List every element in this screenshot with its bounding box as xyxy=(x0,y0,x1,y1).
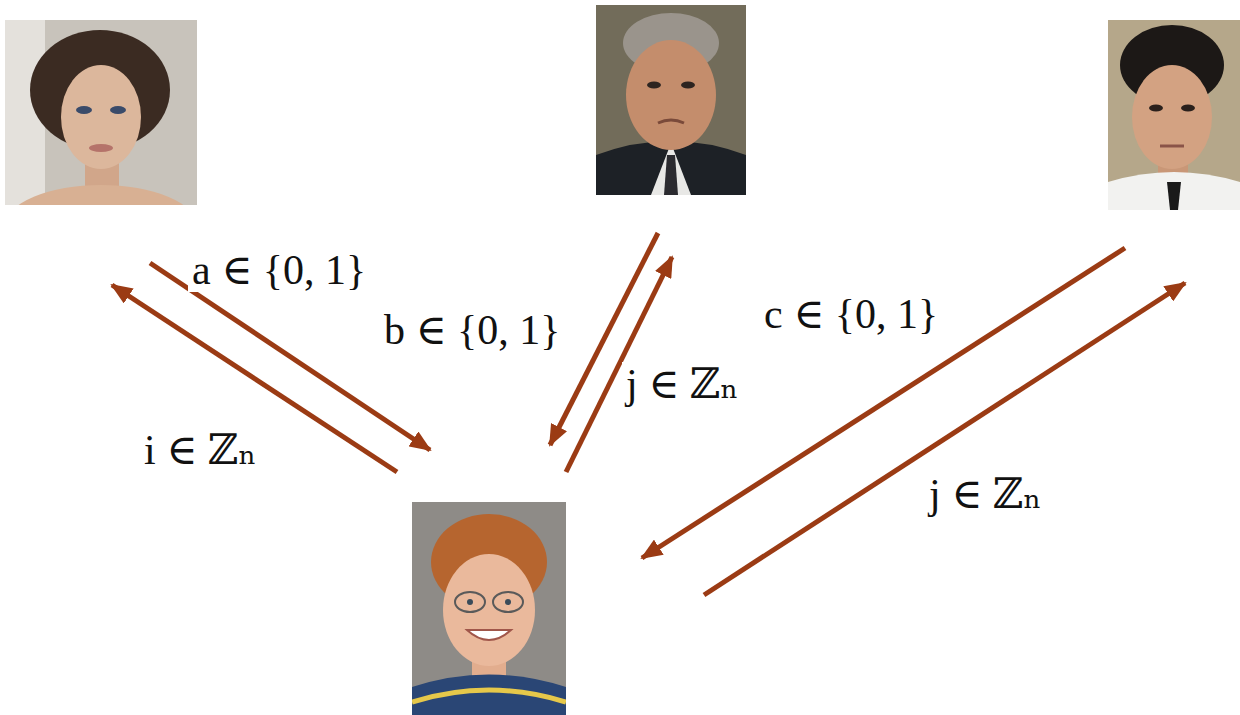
math-label: j ∈ ℤₙ xyxy=(622,362,743,406)
portrait-bottom-man xyxy=(412,502,566,715)
photo-ground xyxy=(5,20,197,205)
shirt xyxy=(651,143,691,195)
math-label: b ∈ {0, 1} xyxy=(380,308,564,352)
arrow xyxy=(704,283,1185,595)
face xyxy=(443,554,535,666)
eye xyxy=(110,106,126,114)
eye xyxy=(1181,105,1195,112)
eye xyxy=(1149,105,1163,112)
shirt xyxy=(412,675,566,715)
math-label: j ∈ ℤₙ xyxy=(925,472,1046,516)
glasses xyxy=(493,592,523,612)
math-label: i ∈ ℤₙ xyxy=(140,428,261,472)
photo-ground xyxy=(1108,20,1240,210)
portrait-older-man xyxy=(596,5,746,195)
eye xyxy=(647,82,661,89)
arrow xyxy=(550,233,658,445)
portrait-woman xyxy=(5,20,197,205)
mouth xyxy=(1160,145,1184,148)
tie xyxy=(664,155,678,195)
photo-ground xyxy=(412,502,566,715)
face xyxy=(61,65,141,169)
math-label: a ∈ {0, 1} xyxy=(188,248,370,292)
shoulders xyxy=(6,185,196,205)
photo-ground xyxy=(596,5,746,195)
eye xyxy=(681,82,695,89)
glasses xyxy=(455,592,485,612)
face xyxy=(1132,65,1212,169)
arrows xyxy=(112,233,1185,595)
mouth xyxy=(658,120,684,123)
eye xyxy=(505,599,511,605)
math-label: c ∈ {0, 1} xyxy=(760,292,942,336)
shirt xyxy=(1108,172,1240,210)
face xyxy=(626,40,716,150)
portrait-young-man xyxy=(1108,20,1240,210)
shirt-stripe xyxy=(412,690,566,702)
eye xyxy=(76,106,92,114)
eye xyxy=(467,599,473,605)
smile xyxy=(467,630,511,640)
arrow xyxy=(112,285,397,472)
mouth xyxy=(89,144,113,152)
tie xyxy=(1167,182,1181,210)
